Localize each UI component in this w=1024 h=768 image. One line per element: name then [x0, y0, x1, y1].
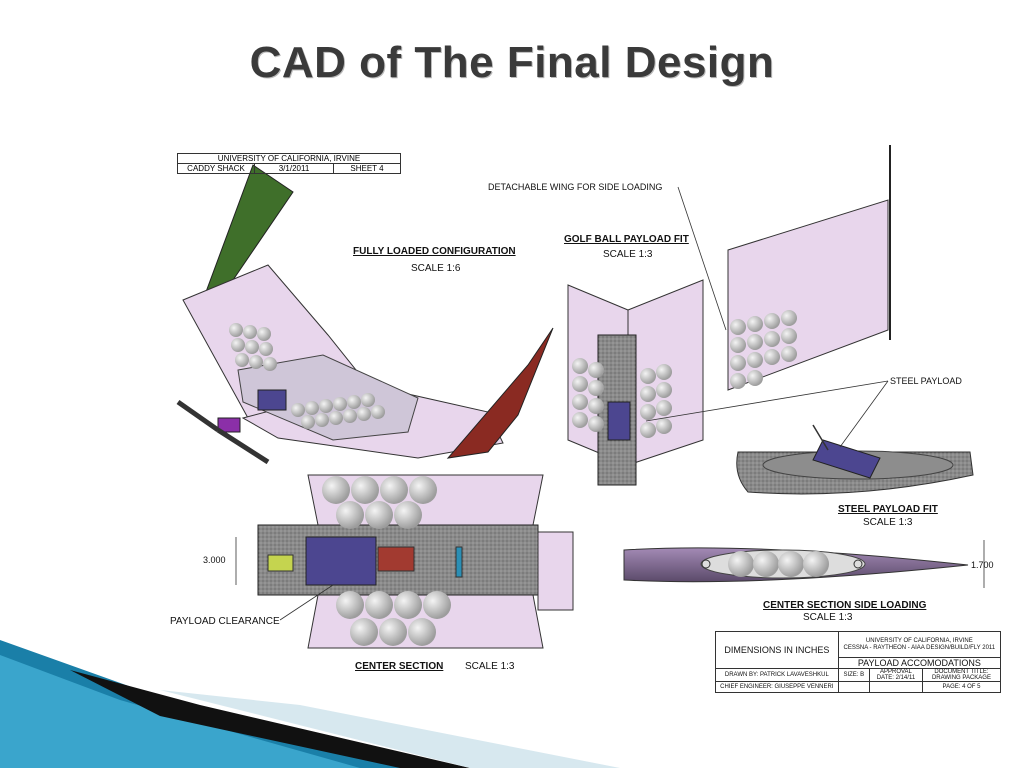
tb-chief-engineer: CHIEF ENGINEER: GIUSEPPE VENNERI [715, 681, 839, 693]
center-steel-block [305, 536, 377, 586]
header-team: CADDY SHACK [177, 163, 255, 174]
tb-drawing-title: PAYLOAD ACCOMODATIONS [837, 657, 1002, 669]
golf-fit-scale: SCALE 1:3 [603, 249, 653, 260]
tb-dimensions: DIMENSIONS IN INCHES [715, 631, 839, 669]
tb-doc-title: DOCUMENT TITLE: [934, 669, 989, 675]
detachable-wing-label: DETACHABLE WING FOR SIDE LOADING [488, 182, 662, 192]
tb-approval-date: DATE: 2/14/11 [876, 675, 916, 681]
drawing-header-block: UNIVERSITY OF CALIFORNIA, IRVINE CADDY S… [177, 153, 401, 174]
steel-payload-block [812, 439, 881, 479]
loaded-golf-balls [229, 323, 385, 429]
center-section-view [235, 474, 574, 649]
dim-1700-label: 1.700 [971, 560, 994, 570]
propeller-blade-top [176, 399, 220, 433]
tb-org: UNIVERSITY OF CALIFORNIA, IRVINE [865, 637, 973, 644]
steel-fit-title: STEEL PAYLOAD FIT [838, 504, 938, 515]
tb-doc-name: DRAWING PACKAGE [931, 675, 991, 681]
fuselage-steel-payload [257, 389, 287, 411]
cad-drawing: FULLY LOADED CONFIGURATION SCALE 1:6 GOL… [170, 145, 994, 672]
fully-loaded-title: FULLY LOADED CONFIGURATION [353, 246, 516, 257]
fully-loaded-scale: SCALE 1:6 [411, 263, 461, 274]
dim-3000-label: 3.000 [203, 555, 226, 565]
drawing-title-block: DIMENSIONS IN INCHES UNIVERSITY OF CALIF… [715, 631, 1002, 693]
steel-payload-fit-view [736, 424, 974, 495]
fully-loaded-aircraft [176, 164, 554, 465]
header-date: 3/1/2011 [254, 163, 334, 174]
center-bay [237, 354, 419, 441]
payload-clearance-label: PAYLOAD CLEARANCE [170, 616, 280, 627]
header-org: UNIVERSITY OF CALIFORNIA, IRVINE [177, 153, 401, 164]
golf-fit-title: GOLF BALL PAYLOAD FIT [564, 234, 689, 245]
motor [217, 417, 241, 433]
propeller-blade-bottom [216, 427, 270, 465]
slide-title: CAD of The Final Design [249, 38, 775, 87]
detachable-wing-view [727, 145, 891, 391]
header-sheet: SHEET 4 [333, 163, 401, 174]
tb-page: PAGE: 4 OF 5 [921, 681, 1002, 693]
center-side-scale: SCALE 1:3 [803, 612, 853, 623]
tb-size: SIZE: B [837, 668, 870, 682]
steel-fit-scale: SCALE 1:3 [863, 517, 913, 528]
center-section-title: CENTER SECTION [355, 661, 443, 672]
center-side-loading-view [623, 540, 985, 588]
steel-payload-label: STEEL PAYLOAD [890, 376, 962, 386]
tb-competition: CESSNA - RAYTHEON - AIAA DESIGN/BUILD/FL… [843, 644, 996, 651]
detachable-wing-leader [677, 186, 727, 331]
tb-drawn-by: DRAWN BY: PATRICK LAVAVESHKUL [715, 668, 839, 682]
golf-ball-payload-fit [567, 279, 704, 486]
tb-approval: APPROVAL [879, 669, 912, 675]
right-winglet [446, 327, 554, 459]
center-section-scale: SCALE 1:3 [465, 661, 515, 672]
center-side-title: CENTER SECTION SIDE LOADING [763, 600, 927, 611]
cad-drawing-sheet: FULLY LOADED CONFIGURATION SCALE 1:6 GOL… [158, 140, 1018, 688]
